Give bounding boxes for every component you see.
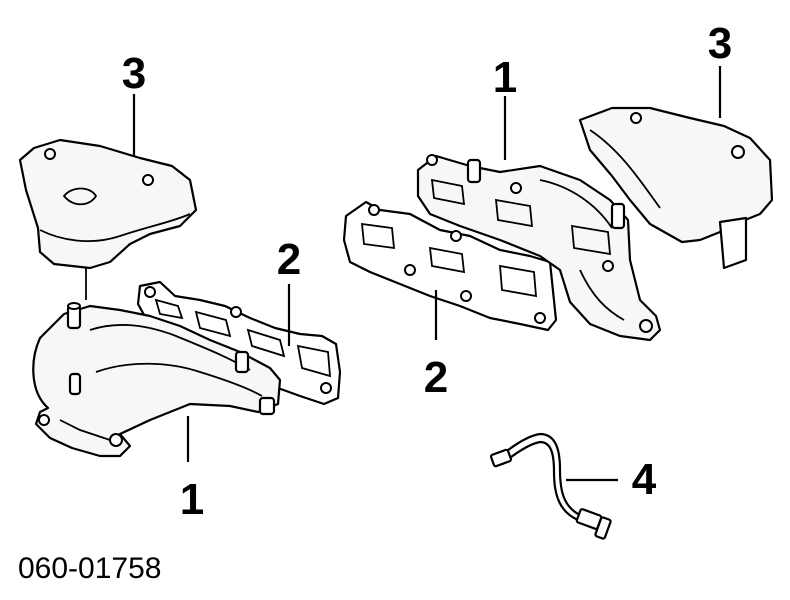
callout-left-manifold: 1 — [180, 475, 204, 524]
callout-oxygen-sensor: 4 — [632, 455, 657, 504]
left-manifold-gasket — [136, 280, 342, 406]
right-exhaust-manifold — [416, 154, 662, 342]
callout-right-heat-shield: 3 — [708, 19, 732, 68]
right-manifold-gasket — [342, 200, 558, 332]
callout-left-gasket: 2 — [277, 235, 301, 284]
callout-left-heat-shield: 3 — [122, 49, 146, 98]
left-heat-shield — [18, 138, 198, 300]
left-exhaust-manifold — [32, 302, 282, 458]
callout-right-manifold: 1 — [493, 53, 517, 102]
callout-right-gasket: 2 — [424, 353, 448, 402]
oxygen-sensor — [489, 432, 612, 540]
right-heat-shield — [578, 106, 774, 270]
diagram-code: 060-01758 — [18, 552, 161, 585]
